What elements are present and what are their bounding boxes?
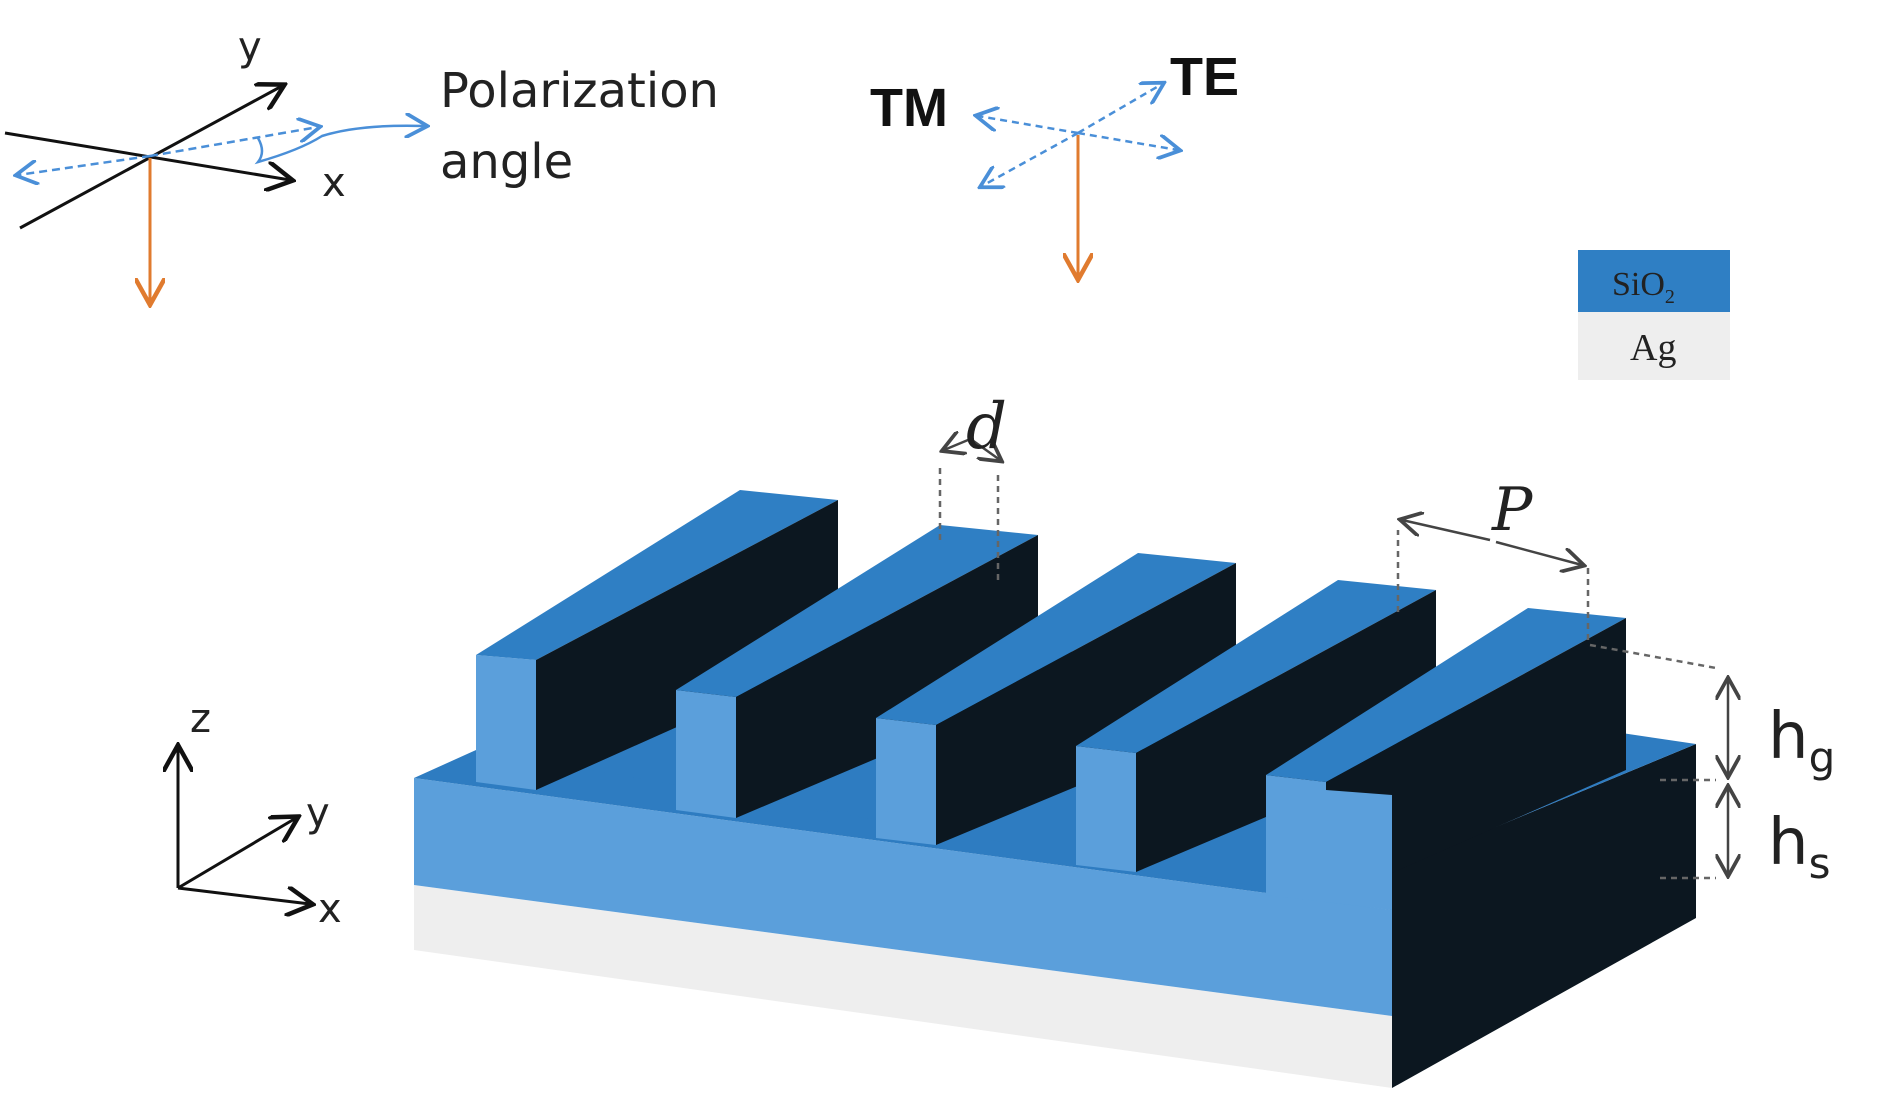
y-label: y <box>306 790 330 836</box>
sio2-slab-front <box>414 778 1392 1016</box>
ridge-2-front <box>676 690 736 818</box>
polarization-dashed-right <box>149 127 318 158</box>
hs-label: hs <box>1768 806 1830 888</box>
coordinate-axes: z y x <box>178 696 342 932</box>
grating-structure <box>414 490 1696 1088</box>
z-label: z <box>190 696 211 742</box>
x-axis <box>177 888 310 904</box>
tm-arrow-right <box>1077 131 1178 150</box>
legend-sio2-swatch <box>1578 250 1730 312</box>
te-arrow-down <box>982 131 1079 186</box>
ridge-2-top <box>676 525 1038 697</box>
ridge-4 <box>1076 580 1436 872</box>
x-label: x <box>318 886 342 932</box>
polarization-dashed-left <box>18 154 151 175</box>
slab-front-cap <box>1326 790 1392 910</box>
legend-sio2-label: SiO2 <box>1612 266 1675 308</box>
polarization-label-line1: Polarization <box>440 63 719 119</box>
ridge-3-front <box>876 718 936 845</box>
legend-ag-label: Ag <box>1630 327 1676 369</box>
hg-label: hg <box>1768 700 1835 782</box>
p-label: P <box>1491 475 1534 545</box>
d-arrow-right <box>971 440 1000 460</box>
ridge-2 <box>676 525 1038 818</box>
legend-ag-swatch <box>1578 312 1730 380</box>
ridge-5-front <box>1266 775 1326 902</box>
ridge-4-front <box>1076 746 1136 872</box>
axis-x-label: x <box>322 160 346 206</box>
te-label: TE <box>1170 47 1239 107</box>
ridge-1 <box>476 490 838 790</box>
ridge-5-top <box>1266 608 1626 782</box>
ridge-5-side <box>1326 618 1626 902</box>
tm-arrow-left <box>978 116 1079 135</box>
p-arrow-right <box>1495 540 1582 565</box>
ridge-3-side <box>936 563 1236 845</box>
ridge-4-side <box>1136 590 1436 872</box>
te-tm-panel: TM TE <box>870 47 1239 277</box>
ridge-2-side <box>736 535 1038 818</box>
ridge-3 <box>876 553 1236 845</box>
dimensions: d P hg hs <box>940 390 1835 888</box>
te-arrow-up <box>1077 84 1162 135</box>
ridge-1-top <box>476 490 838 660</box>
substrate-right-face <box>1392 744 1696 1088</box>
ridge-3-top <box>876 553 1236 725</box>
ridge-1-front <box>476 655 536 790</box>
ridge-4-top <box>1076 580 1436 753</box>
ridge-5 <box>1266 608 1626 902</box>
d-arrow-left <box>944 440 969 450</box>
d-label: d <box>966 390 1007 464</box>
p-arrow-left <box>1402 520 1491 542</box>
polarization-panel: y x Polarization angle <box>4 24 719 302</box>
angle-callout-arrow <box>254 126 425 165</box>
axis-y-label: y <box>238 24 262 70</box>
ag-substrate-front <box>414 885 1392 1088</box>
ridge-1-side <box>536 500 838 790</box>
legend: SiO2 Ag <box>1578 250 1730 380</box>
y-axis <box>177 818 296 890</box>
polarization-label-line2: angle <box>440 134 573 190</box>
tm-label: TM <box>870 78 948 138</box>
